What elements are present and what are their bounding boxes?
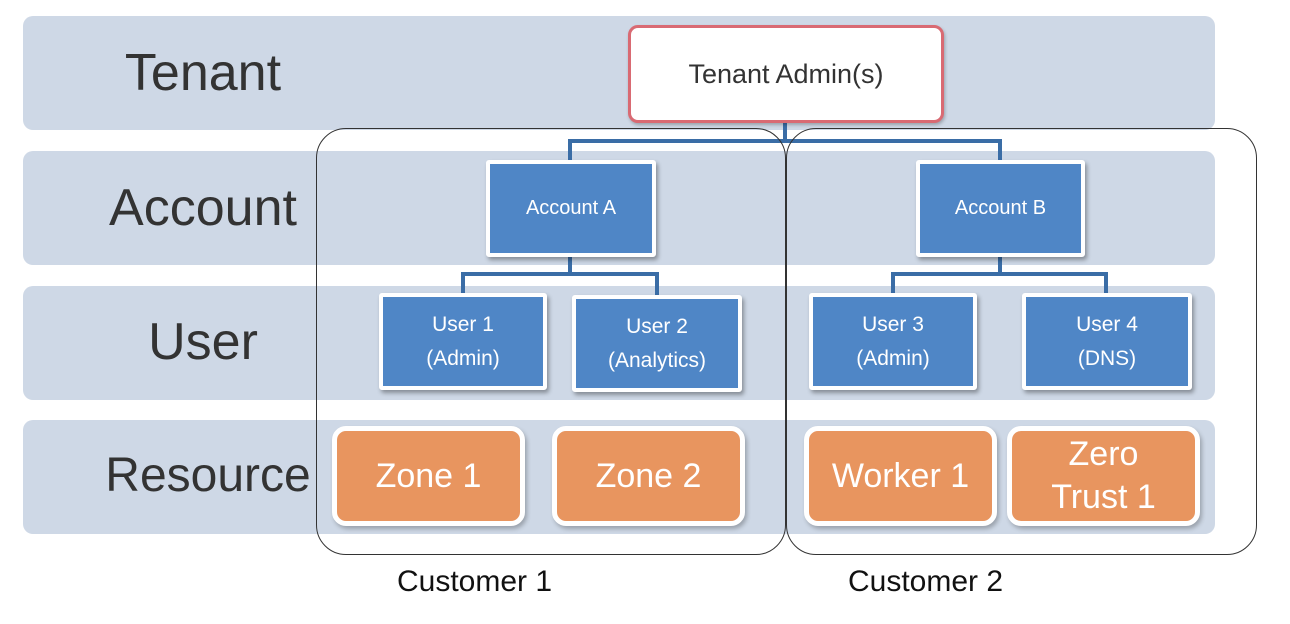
worker-1-node: Worker 1 [804, 426, 997, 526]
user-3-name: User 3 [862, 312, 924, 336]
user-1-name: User 1 [432, 312, 494, 336]
connector-accounts-bar [568, 139, 1002, 143]
zero-trust-1-node: Zero Trust 1 [1007, 426, 1200, 526]
connector-user1-drop [461, 272, 465, 296]
account-a-node: Account A [486, 160, 656, 257]
account-b-node: Account B [916, 160, 1085, 257]
connector-account-a-drop [568, 139, 572, 161]
user-3-node: User 3 (Admin) [809, 293, 977, 390]
customer-2-label: Customer 2 [848, 565, 1004, 598]
connector-user2-drop [655, 272, 659, 298]
layer-label-account: Account [109, 179, 297, 237]
user-4-node: User 4 (DNS) [1022, 293, 1192, 390]
customer-1-label: Customer 1 [397, 565, 553, 598]
connector-users-a-bar [461, 272, 659, 276]
layer-label-user: User [148, 313, 258, 371]
layer-label-resource: Resource [105, 449, 311, 502]
connector-user3-drop [891, 272, 895, 296]
connector-user4-drop [1104, 272, 1108, 296]
tenant-band [23, 16, 1215, 130]
connector-account-b-drop [998, 139, 1002, 161]
customer-1-group [316, 128, 786, 555]
zero-trust-1-line-1: Zero [1068, 435, 1139, 473]
user-2-role: (Analytics) [607, 348, 707, 372]
user-1-role: (Admin) [426, 346, 500, 370]
user-2-node: User 2 (Analytics) [572, 295, 742, 392]
connector-users-b-bar [891, 272, 1108, 276]
zone-1-node: Zone 1 [332, 426, 525, 526]
connector-account-b-stem [998, 256, 1002, 274]
layer-label-tenant: Tenant [124, 44, 282, 102]
user-4-name: User 4 [1076, 312, 1138, 336]
user-2-name: User 2 [626, 314, 688, 338]
customer-2-group [786, 128, 1257, 555]
user-1-node: User 1 (Admin) [379, 293, 547, 390]
zero-trust-1-line-2: Trust 1 [1051, 478, 1156, 516]
tenant-admin-node: Tenant Admin(s) [628, 25, 944, 123]
zone-2-node: Zone 2 [552, 426, 745, 526]
user-4-role: (DNS) [1077, 346, 1137, 370]
connector-admin-stem [783, 122, 787, 141]
connector-account-a-stem [568, 256, 572, 274]
user-3-role: (Admin) [856, 346, 930, 370]
